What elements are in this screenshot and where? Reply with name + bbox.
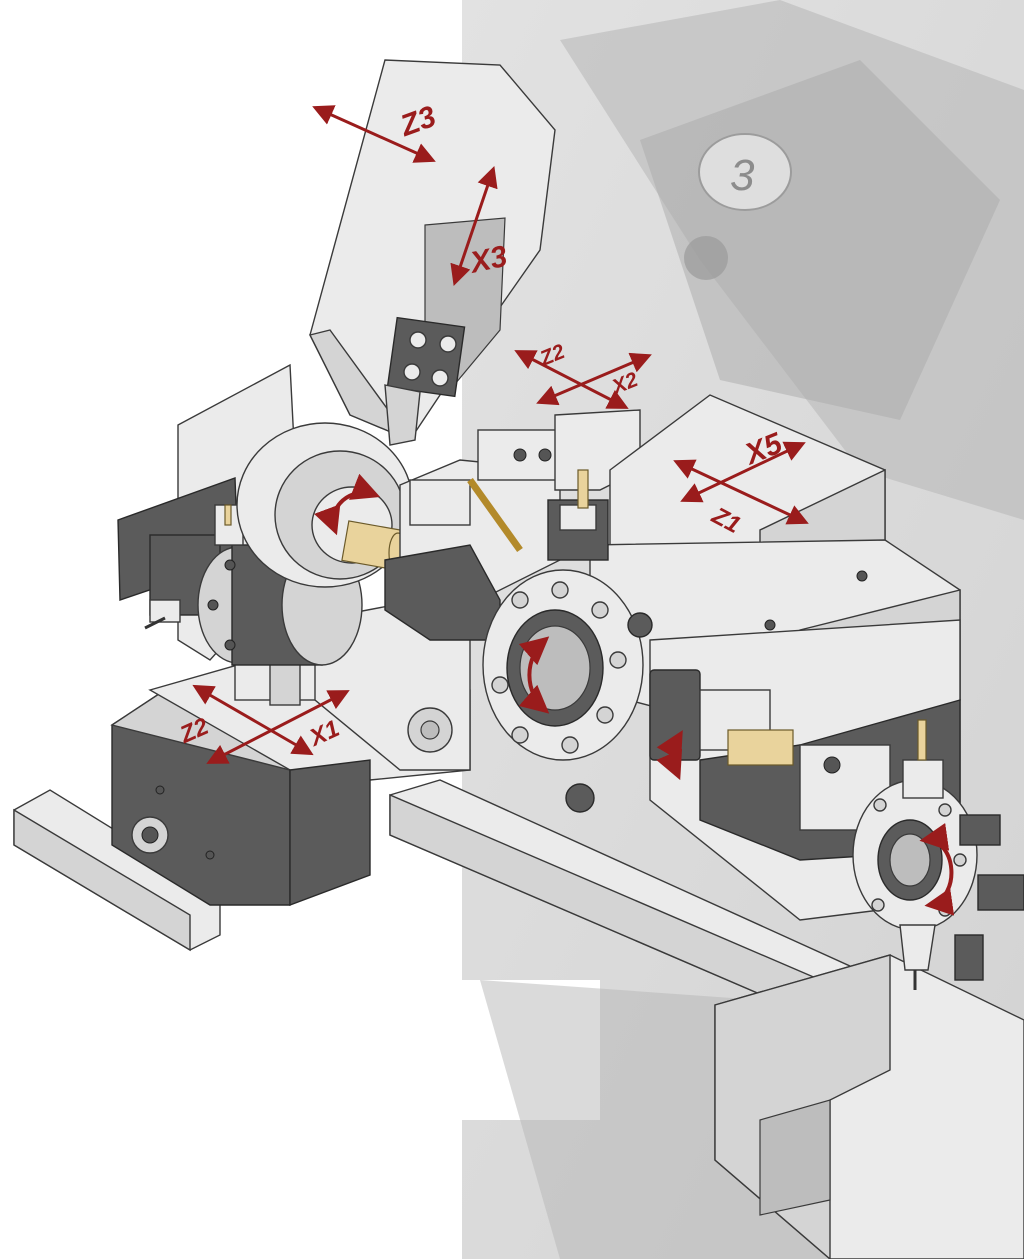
spindle-rotation-arrow [314,473,381,536]
z3-axis-arrow [312,105,436,163]
x1-axis-arrow [206,690,350,764]
z1-axis-arrow [673,459,809,525]
turret-rotation-arrow [518,636,550,714]
axis-arrows [192,105,809,764]
x3-axis-arrow [450,166,498,286]
x3-axis-label: X3 [465,240,510,280]
center-tool-block [384,409,641,641]
sub-spindle-rotation-arrow [656,730,683,781]
right-turret-rotation-arrow [919,823,955,916]
rotation-indicators [314,473,955,916]
turret-number-mark: 3 [730,151,755,200]
x2-axis-arrow [536,352,652,406]
machine-base [13,779,1024,1259]
